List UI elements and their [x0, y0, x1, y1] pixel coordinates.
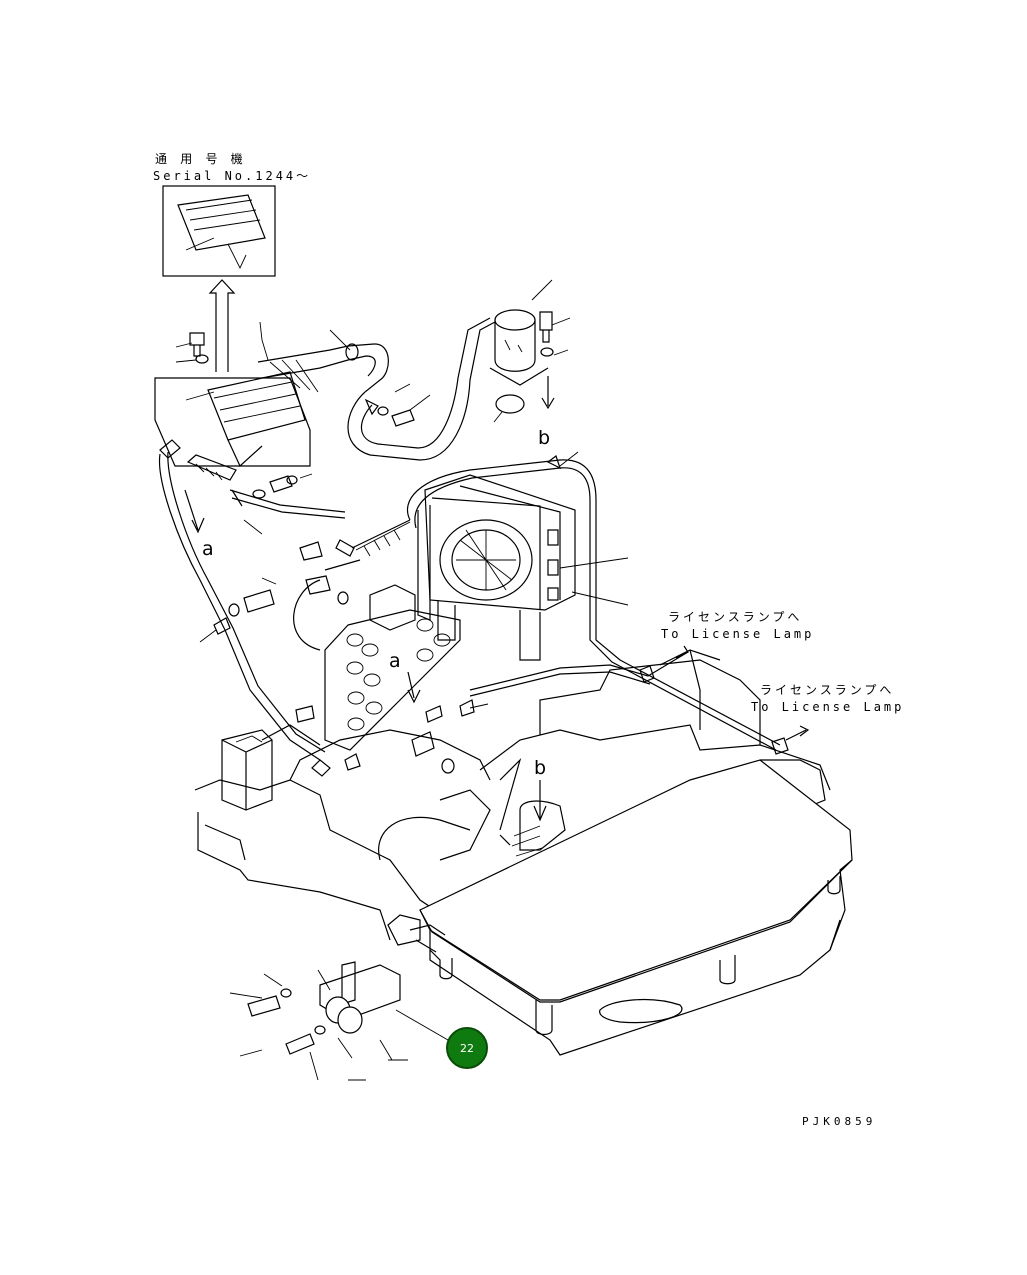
left-harness [158, 439, 346, 761]
counterweight-plate [387, 759, 853, 1056]
callout-22-button[interactable]: 22 [446, 1027, 488, 1069]
lamp-harness [406, 451, 810, 755]
drawing-code: PJK0859 [802, 1115, 877, 1128]
connector-label-b-top: b [538, 427, 551, 449]
radiator-fan [417, 474, 629, 661]
horn-component [489, 279, 571, 423]
connector-label-a-mid: a [389, 650, 401, 672]
callout-number: 22 [460, 1041, 474, 1055]
connector-label-a-top: a [202, 538, 214, 560]
serial-inset-box [162, 185, 276, 277]
top-harness [257, 317, 496, 461]
valve-cluster [293, 519, 489, 777]
small-box-left [221, 724, 321, 811]
license-lamp-label-1-jp: ライセンスランプへ [668, 610, 803, 624]
license-lamp-label-2-en: To License Lamp [751, 700, 905, 714]
main-frame [194, 649, 831, 941]
connector-label-b-mid: b [534, 757, 547, 779]
serial-note-jp: 通 用 号 機 [155, 152, 246, 166]
serial-note-en: Serial No.1244～ [153, 169, 312, 183]
rear-lamp-assembly [229, 961, 449, 1081]
license-lamp-label-1-en: To License Lamp [661, 627, 815, 641]
up-arrow [208, 279, 236, 372]
license-lamp-label-2-jp: ライセンスランプへ [760, 683, 895, 697]
